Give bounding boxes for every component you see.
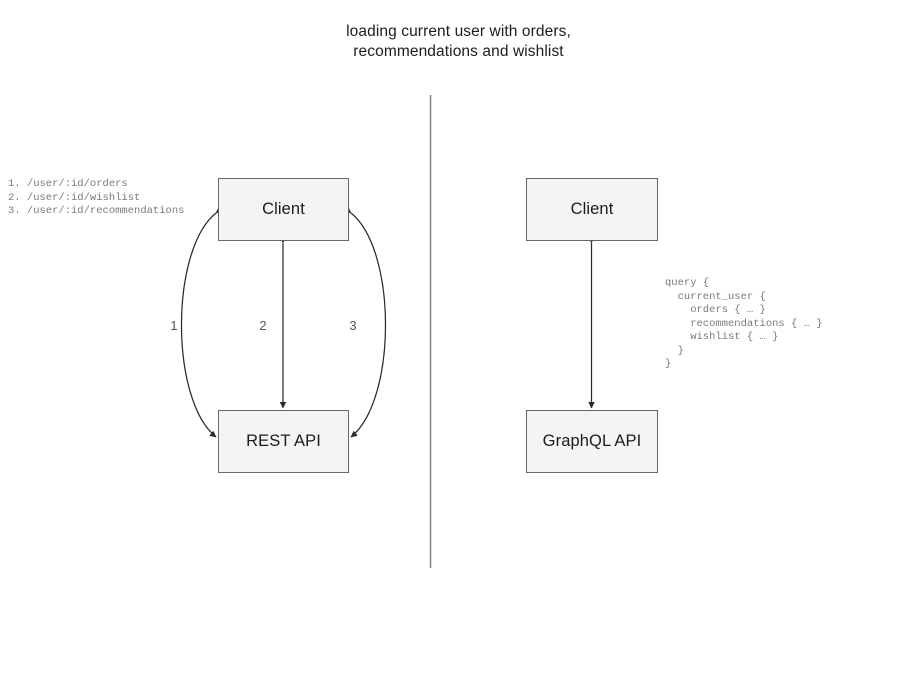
title-line-2: recommendations and wishlist xyxy=(353,43,564,60)
node-rest-api-label: REST API xyxy=(246,432,321,450)
graphql-query-snippet: query { current_user { orders { … } reco… xyxy=(665,277,823,370)
node-client-graphql[interactable]: Client xyxy=(526,178,658,241)
rest-edge-1 xyxy=(180,206,223,438)
edge-label-1: 1 xyxy=(170,318,178,333)
page-title: loading current user with orders, recomm… xyxy=(0,22,917,62)
node-graphql-api-label: GraphQL API xyxy=(542,432,642,450)
node-client-rest-label: Client xyxy=(262,200,305,218)
rest-endpoint-list: 1. /user/:id/orders 2. /user/:id/wishlis… xyxy=(8,178,185,217)
edge-label-3: 3 xyxy=(349,318,357,333)
node-client-graphql-label: Client xyxy=(570,200,614,218)
node-rest-api[interactable]: REST API xyxy=(218,410,349,473)
edge-label-2: 2 xyxy=(259,318,267,333)
node-client-rest[interactable]: Client xyxy=(218,178,349,241)
title-line-1: loading current user with orders, xyxy=(346,23,571,40)
node-graphql-api[interactable]: GraphQL API xyxy=(526,410,658,473)
